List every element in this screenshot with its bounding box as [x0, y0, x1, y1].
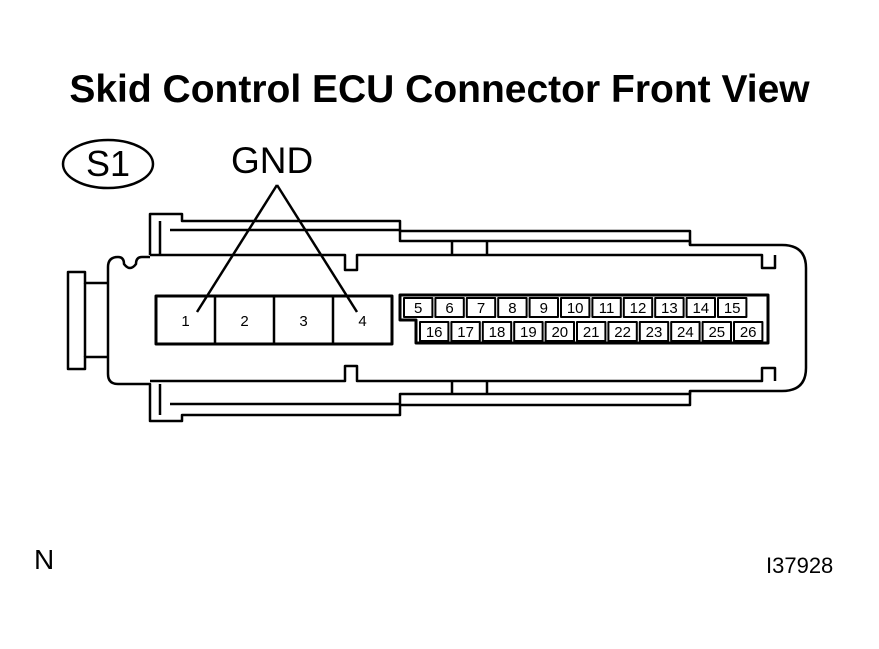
pin-6-cell: [434, 297, 465, 318]
pin-12-label: 12: [630, 300, 647, 317]
pin-5-label: 5: [414, 300, 422, 317]
pin-22-label: 22: [614, 324, 631, 341]
pin-7-label: 7: [477, 300, 485, 317]
pin-21-cell: [576, 321, 607, 342]
pin-15-cell: [717, 297, 748, 318]
pin-10-label: 10: [567, 300, 584, 317]
pin-14-cell: [685, 297, 716, 318]
connector-left-tab: [66, 270, 108, 371]
diagram-title: Skid Control ECU Connector Front View: [69, 68, 810, 111]
connector-code-ellipse: [61, 138, 155, 190]
pin-26-cell: [733, 321, 764, 342]
pin-16-cell: [419, 321, 450, 342]
pin-12-cell: [622, 297, 654, 318]
pin-20-cell: [544, 321, 575, 342]
top-inner-rail: [158, 221, 692, 255]
pin-23-cell: [638, 321, 670, 342]
top-inner-ledge: [150, 253, 777, 272]
pin-9-label: 9: [540, 300, 548, 317]
pin-22-cell: [607, 321, 638, 342]
pin-11-cell: [591, 297, 622, 318]
pin-24-cell: [670, 321, 701, 342]
pin-11-label: 11: [599, 300, 615, 317]
pin-23-label: 23: [646, 324, 663, 341]
pin-26-label: 26: [740, 324, 757, 341]
pin-25-label: 25: [708, 324, 725, 341]
bottom-inner-ledge: [150, 364, 777, 383]
ground-label: GND: [231, 140, 314, 181]
pin-17-cell: [450, 321, 481, 342]
pin-13-label: 13: [661, 300, 678, 317]
pin-21-label: 21: [583, 324, 600, 341]
gnd-leader-pin-1: [195, 184, 279, 313]
pin-9-cell: [528, 297, 559, 318]
pin-3-label: 3: [299, 313, 307, 330]
pin-7-cell: [465, 297, 497, 318]
pin-2-label: 2: [240, 313, 248, 330]
pin-5-cell: [403, 297, 434, 318]
small-pin-block: [398, 293, 770, 345]
pin-15-label: 15: [724, 300, 741, 317]
pin-24-label: 24: [677, 324, 694, 341]
pin-14-label: 14: [692, 300, 709, 317]
pin-17-label: 17: [457, 324, 474, 341]
connector-housing: [106, 212, 808, 423]
pin-20-label: 20: [551, 324, 568, 341]
pin-19-cell: [513, 321, 544, 342]
figure-id: I37928: [766, 553, 834, 578]
pin-8-cell: [497, 297, 528, 318]
pin-10-cell: [560, 297, 591, 318]
pin-18-label: 18: [489, 324, 506, 341]
pin-13-cell: [654, 297, 685, 318]
pin-16-label: 16: [426, 324, 443, 341]
pin-25-cell: [701, 321, 732, 342]
pin-1-label: 1: [181, 313, 189, 330]
corner-mark: N: [34, 544, 55, 575]
pin-19-label: 19: [520, 324, 537, 341]
gnd-leader-pin-4: [275, 184, 359, 313]
connector-code-label: S1: [85, 143, 131, 184]
pin-6-label: 6: [445, 300, 453, 317]
bottom-inner-rail: [158, 380, 692, 415]
pin-8-label: 8: [508, 300, 516, 317]
pin-4-label: 4: [358, 313, 366, 330]
pin-18-cell: [481, 321, 513, 342]
